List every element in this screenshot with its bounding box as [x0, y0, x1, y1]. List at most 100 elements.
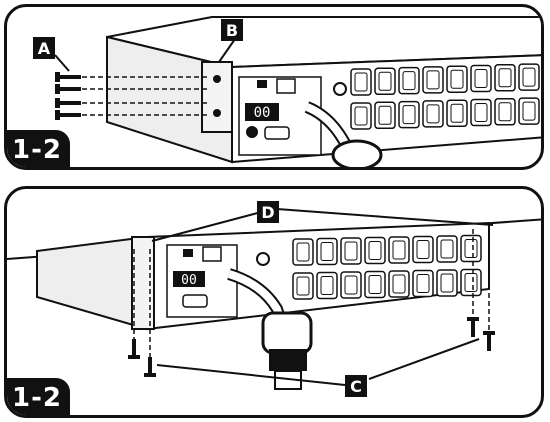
outlet-socket — [450, 69, 464, 89]
power-outlet — [518, 97, 540, 125]
callout-d: D — [257, 201, 279, 223]
leader-d — [276, 208, 494, 226]
callout-c: C — [345, 375, 367, 397]
power-outlet — [494, 98, 516, 126]
leader-d — [151, 210, 266, 242]
ground-screw — [333, 82, 347, 96]
outlet-socket — [378, 71, 392, 91]
outlet-socket — [440, 273, 454, 293]
outlet-socket — [296, 276, 310, 296]
outlet-socket — [522, 67, 536, 87]
power-outlet — [446, 65, 468, 93]
plug-body — [261, 311, 313, 355]
outlet-socket — [392, 274, 406, 294]
power-outlet — [350, 68, 372, 96]
pdu-side-face — [36, 235, 148, 331]
leader-c — [156, 364, 346, 386]
power-plug — [331, 139, 383, 167]
serial-port — [182, 294, 208, 308]
outlet-socket — [368, 241, 382, 260]
mounting-bracket — [201, 61, 233, 133]
outlet-socket — [320, 276, 334, 295]
power-outlet — [374, 67, 396, 96]
power-outlet — [340, 237, 362, 265]
outlet-socket — [522, 101, 536, 121]
lcd-readout: 00 — [181, 273, 197, 288]
power-outlet — [316, 271, 338, 300]
leader-c — [368, 338, 480, 380]
outlet-socket — [450, 103, 464, 123]
power-outlet — [412, 269, 434, 298]
bracket-hole — [213, 75, 221, 83]
power-outlet — [398, 66, 420, 95]
bracket-hole — [213, 109, 221, 117]
power-outlet — [436, 235, 458, 263]
callout-a: A — [33, 37, 55, 59]
power-outlet — [292, 238, 314, 266]
power-outlet — [436, 269, 458, 297]
usb-port — [183, 249, 193, 257]
outlet-socket — [368, 275, 382, 294]
outlet-socket — [498, 102, 512, 122]
outlet-bank — [292, 234, 482, 300]
outlet-socket — [402, 105, 416, 125]
power-outlet — [422, 100, 444, 128]
power-outlet — [398, 100, 420, 129]
mounting-bracket — [131, 236, 155, 330]
outlet-socket — [344, 241, 358, 261]
lcd-display — [173, 271, 205, 287]
outlet-socket — [296, 242, 310, 262]
outlet-socket — [426, 104, 440, 124]
outlet-socket — [464, 273, 478, 292]
power-outlet — [494, 64, 516, 92]
network-port — [276, 78, 296, 94]
power-outlet — [422, 66, 444, 94]
outlet-socket — [416, 274, 430, 293]
power-outlet — [340, 271, 362, 299]
mounting-screws-c — [128, 317, 495, 377]
power-outlet — [412, 235, 434, 264]
outlet-socket — [378, 105, 392, 125]
outlet-socket — [392, 240, 406, 260]
leader-b — [218, 38, 236, 63]
screw-guides — [133, 229, 490, 357]
lcd-readout: 00 — [254, 105, 271, 121]
outlet-socket — [344, 275, 358, 295]
power-outlet — [316, 237, 338, 266]
outlet-socket — [498, 68, 512, 88]
screw-guides — [82, 76, 207, 116]
outlet-socket — [354, 106, 368, 126]
usb-port — [257, 80, 267, 88]
power-outlet — [388, 236, 410, 264]
power-outlet — [350, 102, 372, 130]
panel-rear-mount: 00 D C 1-2 — [4, 186, 544, 418]
power-outlet — [460, 234, 482, 263]
power-outlet — [446, 99, 468, 127]
outlet-socket — [474, 69, 488, 88]
power-outlet — [518, 63, 540, 91]
power-cord — [227, 270, 291, 341]
panel-front-mount: 00 A B 1-2 — [4, 4, 544, 170]
figure-tag-bottom: 1-2 — [7, 378, 70, 415]
power-outlet — [364, 236, 386, 265]
outlet-socket — [354, 72, 368, 92]
pdu-rear-mount-illustration: 00 — [7, 208, 541, 390]
power-outlet — [292, 272, 314, 300]
power-outlet — [470, 98, 492, 127]
plug-collar — [269, 349, 307, 371]
pdu-front-mount-illustration: 00 — [54, 16, 541, 167]
outlet-socket — [440, 239, 454, 259]
callout-b: B — [221, 19, 243, 41]
outlet-socket — [464, 239, 478, 258]
power-outlet — [374, 101, 396, 130]
outlet-socket — [416, 240, 430, 259]
power-outlet — [470, 64, 492, 93]
display-button — [246, 126, 258, 138]
ground-screw — [256, 252, 270, 266]
power-outlet — [460, 268, 482, 297]
power-outlet — [364, 270, 386, 299]
outlet-socket — [320, 242, 334, 261]
mounting-screws-a — [55, 72, 81, 120]
network-port — [202, 246, 222, 262]
outlet-bank — [350, 63, 540, 130]
